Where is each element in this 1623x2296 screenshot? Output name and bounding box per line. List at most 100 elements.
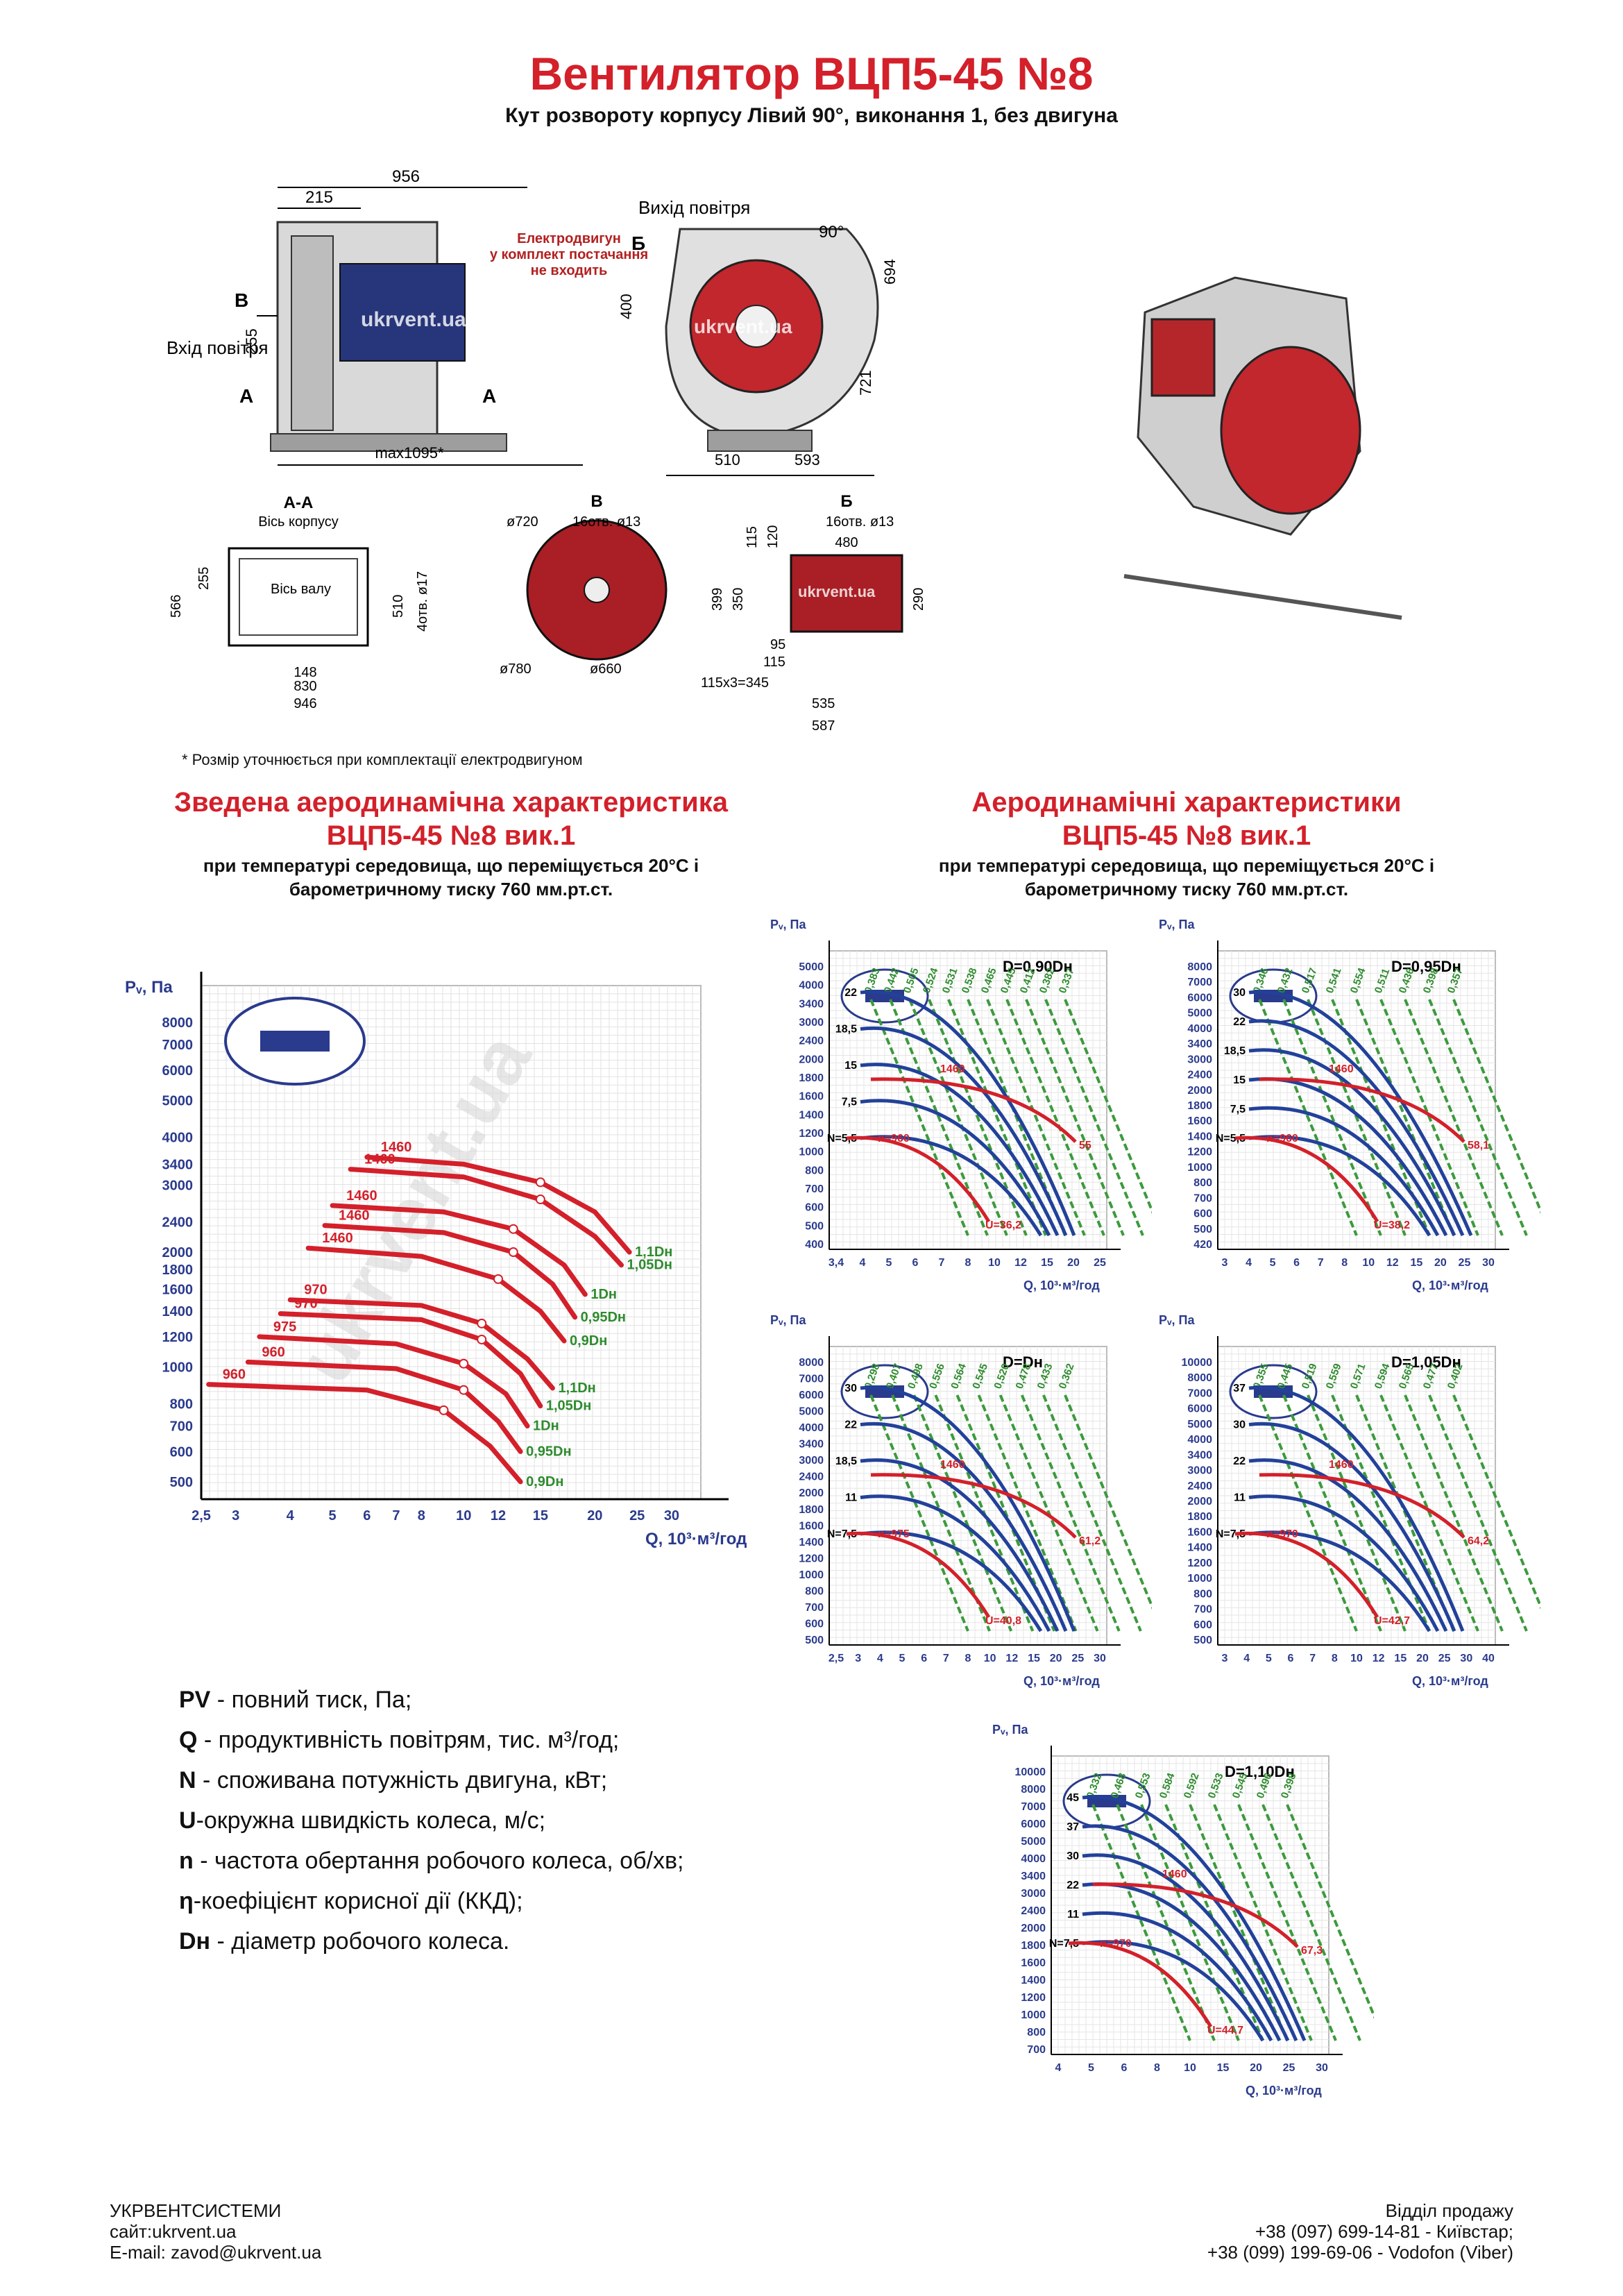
x-axis-label: Q, 10³·м³/год xyxy=(1412,1278,1488,1292)
diameter-label: 1,05Dн xyxy=(546,1399,591,1414)
power-label: N=7,5 xyxy=(827,1528,857,1540)
x-tick-label: 7 xyxy=(392,1508,400,1523)
efficiency-line xyxy=(1261,1804,1361,2041)
y-tick-label: 7000 xyxy=(162,1038,194,1053)
y-tick-label: 600 xyxy=(170,1444,193,1460)
legend-item: N - споживана потужність двигуна, кВт; xyxy=(179,1767,608,1793)
y-tick-label: 1800 xyxy=(1021,1940,1046,1952)
y-tick-label: 600 xyxy=(805,1202,824,1214)
svg-text:Вісь корпусу: Вісь корпусу xyxy=(258,514,339,530)
power-curve xyxy=(860,1063,1060,1237)
y-tick-label: 800 xyxy=(170,1397,193,1412)
svg-text:830: 830 xyxy=(294,679,316,694)
y-tick-label: 1200 xyxy=(1021,1992,1046,2004)
x-tick-label: 6 xyxy=(1288,1653,1294,1664)
power-curve xyxy=(860,1458,1060,1632)
y-tick-label: 800 xyxy=(805,1165,824,1176)
y-tick-label: 2000 xyxy=(162,1245,194,1260)
y-tick-label: 3400 xyxy=(799,1439,824,1451)
symbol-legend: PV - повний тиск, Па; Q - продуктивність… xyxy=(179,1680,804,1961)
svg-text:956: 956 xyxy=(392,167,420,186)
y-tick-label: 2000 xyxy=(1187,1496,1212,1508)
y-tick-label: 4000 xyxy=(1187,1023,1212,1035)
efficiency-line xyxy=(1428,999,1528,1236)
y-tick-label: 1200 xyxy=(162,1330,194,1345)
x-tick-label: 10 xyxy=(984,1653,996,1664)
x-tick-label: 5 xyxy=(1266,1653,1272,1664)
y-tick-label: 1600 xyxy=(1021,1957,1046,1969)
legend-item: U-окружна швидкість колеса, м/с; xyxy=(179,1807,546,1834)
svg-text:510: 510 xyxy=(715,451,740,469)
speed-label: 1460 xyxy=(381,1140,412,1155)
svg-text:Вихід повітря: Вихід повітря xyxy=(638,197,750,218)
efficiency-line xyxy=(869,1394,969,1632)
sales-phone-1[interactable]: +38 (097) 699-14-81 - Київстар; xyxy=(1255,2221,1513,2242)
y-tick-label: 1400 xyxy=(1187,1542,1212,1554)
y-tick-label: 1800 xyxy=(1187,1100,1212,1112)
power-label: 18,5 xyxy=(835,1455,857,1467)
svg-text:480: 480 xyxy=(835,535,858,550)
end-label: 55 xyxy=(1079,1140,1091,1151)
power-label: N=5,5 xyxy=(827,1133,857,1145)
y-tick-label: 5000 xyxy=(1021,1836,1046,1848)
x-tick-label: 15 xyxy=(1217,2062,1230,2074)
y-tick-label: 8000 xyxy=(799,1357,824,1369)
svg-text:ø660: ø660 xyxy=(590,661,622,677)
y-tick-label: 8000 xyxy=(1187,1372,1212,1384)
efficiency-line xyxy=(1258,999,1358,1236)
y-tick-label: 1000 xyxy=(799,1147,824,1158)
x-tick-label: 25 xyxy=(629,1508,645,1523)
x-tick-label: 20 xyxy=(1050,1653,1062,1664)
x-tick-label: 15 xyxy=(533,1508,548,1523)
y-axis-label: Pᵥ, Па xyxy=(1159,918,1195,931)
power-label: 11 xyxy=(845,1492,857,1504)
efficiency-line xyxy=(1282,999,1382,1236)
svg-text:А-А: А-А xyxy=(284,493,314,512)
power-label: 22 xyxy=(1233,1016,1246,1028)
y-axis-label: Pᵥ, Па xyxy=(125,978,173,997)
y-tick-label: 800 xyxy=(1193,1177,1212,1189)
company-email[interactable]: E-mail: zavod@ukrvent.ua xyxy=(110,2242,322,2263)
y-tick-label: 1000 xyxy=(162,1360,194,1375)
efficiency-line xyxy=(1286,1804,1374,2019)
power-curve xyxy=(1082,1911,1273,2042)
power-curve xyxy=(860,1099,1051,1237)
y-tick-label: 3400 xyxy=(1021,1871,1046,1882)
x-tick-label: 20 xyxy=(1416,1653,1429,1664)
y-tick-label: 4000 xyxy=(162,1131,194,1146)
optimum-point xyxy=(459,1385,469,1395)
x-tick-label: 12 xyxy=(1014,1257,1027,1269)
detail-chart-095: Pᵥ, ПаQ, 10³·м³/годD=0,95Dн4205006007008… xyxy=(1159,918,1540,1292)
power-curve xyxy=(1082,1940,1265,2042)
x-tick-label: 40 xyxy=(1482,1653,1495,1664)
y-tick-label: 2000 xyxy=(1021,1923,1046,1934)
y-tick-label: 1400 xyxy=(1187,1131,1212,1142)
efficiency-line xyxy=(1005,999,1105,1236)
y-tick-label: 3400 xyxy=(1187,1449,1212,1461)
power-label: 18,5 xyxy=(1224,1045,1246,1057)
efficiency-line xyxy=(1213,1804,1313,2041)
x-tick-label: 25 xyxy=(1071,1653,1084,1664)
svg-text:Вісь валу: Вісь валу xyxy=(271,582,331,597)
sales-phone-2[interactable]: +38 (099) 199-69-06 - Vodofon (Viber) xyxy=(1207,2242,1513,2263)
efficiency-line xyxy=(869,999,969,1236)
y-tick-label: 600 xyxy=(1193,1619,1212,1631)
y-tick-label: 3400 xyxy=(162,1157,194,1172)
technical-drawings: 956 215 255 max1095* В Вхід повітря А А … xyxy=(167,167,1402,734)
chart-title: D=Dн xyxy=(1003,1353,1043,1371)
svg-text:Б: Б xyxy=(631,233,645,254)
y-tick-label: 1600 xyxy=(799,1091,824,1103)
y-tick-label: 1800 xyxy=(162,1263,194,1278)
x-tick-label: 20 xyxy=(1434,1257,1447,1269)
speed-curve-low xyxy=(846,1531,991,1619)
efficiency-line xyxy=(1452,1394,1540,1610)
svg-text:115: 115 xyxy=(745,526,760,548)
x-tick-label: 6 xyxy=(1121,2062,1128,2074)
y-tick-label: 10000 xyxy=(1015,1766,1046,1778)
company-site[interactable]: сайт:ukrvent.ua xyxy=(110,2221,237,2242)
legend-item: n - частота обертання робочого колеса, о… xyxy=(179,1848,684,1874)
efficiency-line xyxy=(1064,999,1152,1214)
x-tick-label: 5 xyxy=(899,1653,906,1664)
y-tick-label: 500 xyxy=(170,1475,193,1490)
y-tick-label: 1000 xyxy=(799,1569,824,1581)
